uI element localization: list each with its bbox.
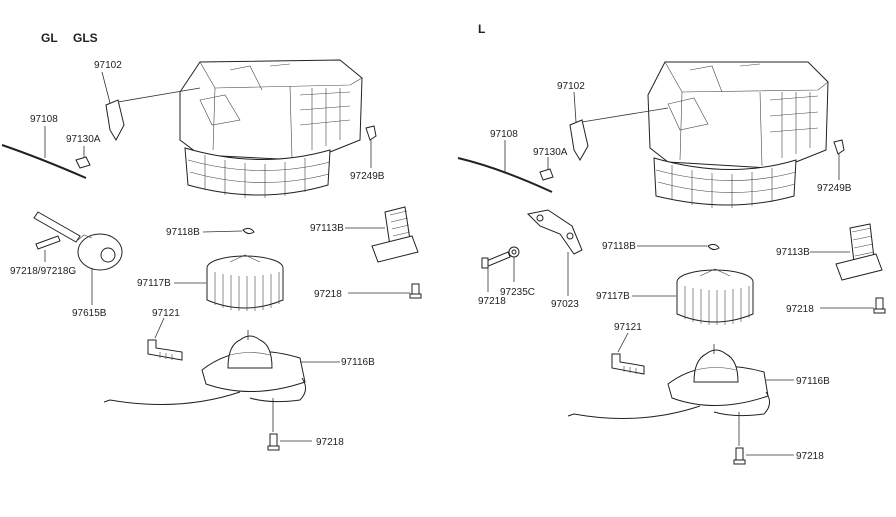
left-label-97218-bottom: 97218 — [316, 437, 344, 448]
left-label-97118B: 97118B — [166, 227, 200, 238]
right-clip-97130A: 97130A — [533, 147, 568, 181]
right-screw-97218-bottom: 97218 — [733, 412, 824, 465]
right-label-97113B: 97113B — [776, 247, 810, 258]
left-blower-housing — [179, 59, 363, 198]
right-screw-97218: 97218 — [478, 251, 511, 307]
right-label-97116B: 97116B — [796, 376, 830, 387]
right-washer-97235C: 97235C — [500, 246, 535, 298]
right-label-97218-bottom: 97218 — [796, 451, 824, 462]
right-resistor-97113B: 97113B — [776, 223, 883, 281]
right-label-97121: 97121 — [614, 322, 642, 333]
left-actuator-97615B: 97615B — [33, 211, 123, 319]
left-screw-97218-mid: 97218 — [314, 283, 422, 300]
right-hose-97121: 97121 — [611, 322, 645, 375]
right-group: 97102 97108 97130A 97249B 97023 — [457, 61, 886, 465]
header-l: L — [478, 22, 485, 36]
left-hose-97121: 97121 — [147, 308, 183, 361]
left-clip-97249B: 97249B — [350, 125, 385, 182]
right-label-97130A: 97130A — [533, 147, 568, 158]
right-label-97249B: 97249B — [817, 183, 852, 194]
right-label-97023: 97023 — [551, 299, 579, 310]
right-cable-97108: 97108 — [457, 129, 553, 193]
right-clip-97118B: 97118B — [602, 241, 720, 252]
right-clip-97249B: 97249B — [817, 139, 852, 194]
right-blower-housing — [647, 61, 829, 208]
left-label-97249B: 97249B — [350, 171, 385, 182]
right-motor-97116B: 97116B — [567, 344, 830, 419]
left-clip-97130A: 97130A — [66, 134, 101, 169]
left-fan-97117B: 97117B — [137, 254, 284, 311]
left-label-97108: 97108 — [30, 114, 58, 125]
left-label-97121: 97121 — [152, 308, 180, 319]
right-label-97235C: 97235C — [500, 287, 535, 298]
left-cable-97108: 97108 — [1, 114, 87, 179]
right-label-97218-screw: 97218 — [478, 296, 506, 307]
left-control-lever-97102: 97102 — [94, 60, 201, 142]
right-label-97118B: 97118B — [602, 241, 636, 252]
left-screw-97218-bottom: 97218 — [267, 398, 344, 451]
left-label-97113B: 97113B — [310, 223, 344, 234]
header-gl: GL — [41, 31, 58, 45]
right-control-lever-97102: 97102 — [557, 81, 669, 161]
header-gls: GLS — [73, 31, 98, 45]
right-bracket-97023: 97023 — [526, 209, 583, 310]
left-label-97218-97218G: 97218/97218G — [10, 266, 76, 277]
left-screw-97218-97218G: 97218/97218G — [10, 235, 76, 277]
right-fan-97117B: 97117B — [596, 268, 754, 325]
left-label-97218-mid: 97218 — [314, 289, 342, 300]
right-label-97218-mid: 97218 — [786, 304, 814, 315]
right-label-97108: 97108 — [490, 129, 518, 140]
left-label-97102: 97102 — [94, 60, 122, 71]
left-label-97117B: 97117B — [137, 278, 171, 289]
right-label-97102: 97102 — [557, 81, 585, 92]
left-group: 97102 97108 97130A 97249B 97615B — [1, 59, 422, 451]
right-screw-97218-mid: 97218 — [786, 297, 886, 315]
left-motor-97116B: 97116B — [103, 330, 375, 405]
right-label-97117B: 97117B — [596, 291, 630, 302]
left-label-97130A: 97130A — [66, 134, 101, 145]
left-label-97116B: 97116B — [341, 357, 375, 368]
left-resistor-97113B: 97113B — [310, 206, 419, 263]
left-clip-97118B: 97118B — [166, 227, 255, 238]
left-label-97615B: 97615B — [72, 308, 107, 319]
